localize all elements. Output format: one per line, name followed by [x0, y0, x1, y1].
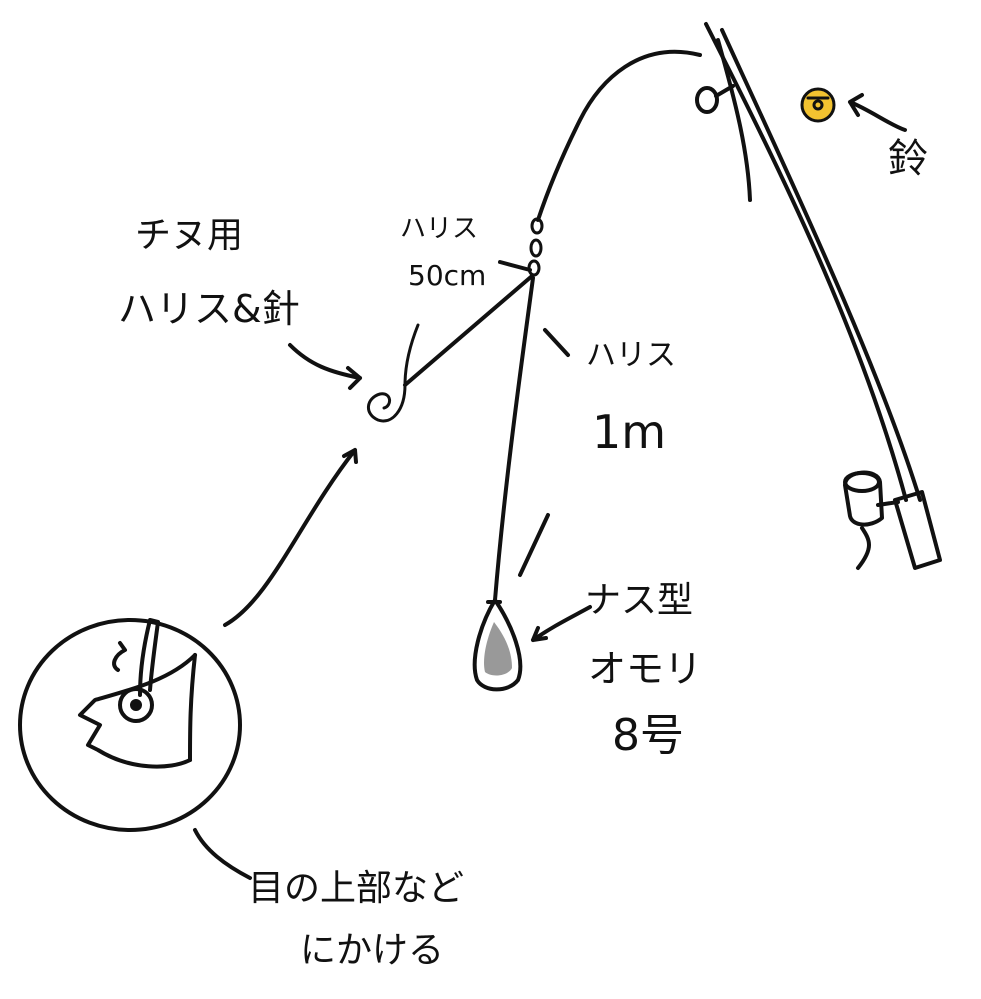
arrow-to-sinker — [531, 605, 592, 642]
swivel — [527, 217, 544, 277]
label-chinu-line-2: ハリス&針 — [118, 287, 300, 331]
label-leader-long-2: 1m — [592, 405, 666, 459]
label-leader-short-1: ハリス — [400, 214, 478, 244]
arrow-to-bell — [848, 93, 907, 132]
fishing-rod — [704, 22, 942, 570]
short-leader-line — [403, 274, 534, 387]
label-bait-hook-2: にかける — [300, 930, 444, 971]
pointer-leader-short — [498, 260, 532, 272]
pointer-bait-label — [193, 828, 252, 880]
arrow-to-hook-from-bait — [223, 448, 358, 627]
reel — [843, 470, 900, 570]
rod-guide-ring — [695, 86, 719, 114]
label-chinu-line-1: チヌ用 — [135, 215, 243, 256]
rod-guide-stem — [714, 84, 735, 98]
label-sinker-3: 8号 — [612, 710, 684, 761]
label-leader-short-2: 50cm — [408, 259, 486, 292]
label-leader-long-1: ハリス — [586, 338, 676, 373]
sinker-icon — [472, 598, 523, 692]
label-bell: 鈴 — [888, 136, 928, 182]
main-line — [536, 49, 702, 222]
bell-icon — [800, 87, 836, 123]
bait-circle — [18, 618, 242, 832]
bait-fish-icon — [78, 618, 197, 769]
hook-icon — [367, 323, 420, 423]
label-sinker-2: オモリ — [588, 647, 702, 691]
long-leader-line — [493, 276, 535, 602]
long-leader-tick — [518, 513, 550, 577]
label-sinker-1: ナス型 — [585, 580, 693, 621]
arrow-to-hook-from-label — [288, 343, 362, 390]
pointer-leader-long — [543, 328, 570, 357]
label-bait-hook-1: 目の上部など — [248, 868, 464, 909]
